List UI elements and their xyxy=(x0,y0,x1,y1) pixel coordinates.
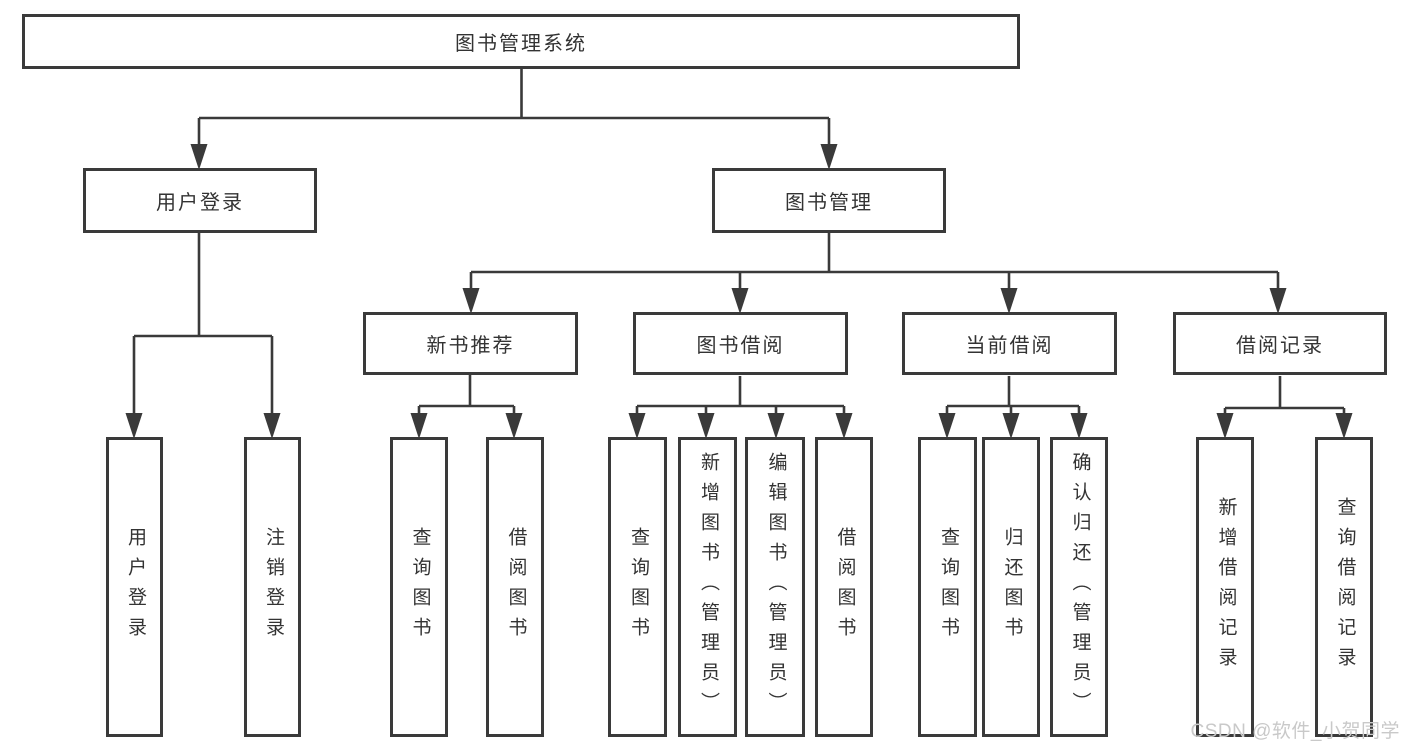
node-user-login-label: 用户登录 xyxy=(156,192,244,214)
leaf-logout-label: 注销登录 xyxy=(262,527,284,647)
node-new-book-recommend: 新书推荐 xyxy=(363,312,578,375)
leaf-query-book-current: 查询图书 xyxy=(918,437,977,737)
node-book-borrow: 图书借阅 xyxy=(633,312,848,375)
leaf-logout: 注销登录 xyxy=(244,437,301,737)
leaf-user-login: 用户登录 xyxy=(106,437,163,737)
leaf-query-book-borrow-label: 查询图书 xyxy=(627,527,649,647)
leaf-query-book-recommend-label: 查询图书 xyxy=(409,527,431,647)
leaf-add-book-admin-label: 新增图书（管理员） xyxy=(697,452,719,722)
node-root: 图书管理系统 xyxy=(22,14,1020,69)
node-borrow-records-label: 借阅记录 xyxy=(1236,335,1324,357)
leaf-add-borrow-record-label: 新增借阅记录 xyxy=(1215,497,1237,677)
node-current-borrow-label: 当前借阅 xyxy=(965,335,1054,357)
leaf-borrow-book-recommend: 借阅图书 xyxy=(486,437,544,737)
node-new-book-recommend-label: 新书推荐 xyxy=(426,335,515,357)
leaf-borrow-book-recommend-label: 借阅图书 xyxy=(505,527,527,647)
node-borrow-records: 借阅记录 xyxy=(1173,312,1387,375)
leaf-user-login-label: 用户登录 xyxy=(124,527,146,647)
arrowhead-icons xyxy=(125,144,1353,439)
leaf-edit-book-admin-label: 编辑图书（管理员） xyxy=(765,452,787,722)
leaf-borrow-book: 借阅图书 xyxy=(815,437,873,737)
leaf-confirm-return-admin-label: 确认归还（管理员） xyxy=(1069,452,1091,722)
watermark: CSDN @软件_小贺同学 xyxy=(1190,721,1400,742)
leaf-query-borrow-record-label: 查询借阅记录 xyxy=(1334,497,1356,677)
node-root-label: 图书管理系统 xyxy=(455,33,587,55)
leaf-return-book-label: 归还图书 xyxy=(1001,527,1023,647)
leaf-query-book-current-label: 查询图书 xyxy=(937,527,959,647)
leaf-return-book: 归还图书 xyxy=(982,437,1040,737)
leaf-edit-book-admin: 编辑图书（管理员） xyxy=(745,437,805,737)
node-current-borrow: 当前借阅 xyxy=(902,312,1117,375)
node-book-management-label: 图书管理 xyxy=(785,192,873,214)
leaf-query-book-recommend: 查询图书 xyxy=(390,437,448,737)
node-book-borrow-label: 图书借阅 xyxy=(696,335,785,357)
node-user-login: 用户登录 xyxy=(83,168,317,233)
leaf-confirm-return-admin: 确认归还（管理员） xyxy=(1050,437,1108,737)
leaf-add-book-admin: 新增图书（管理员） xyxy=(678,437,737,737)
leaf-borrow-book-label: 借阅图书 xyxy=(834,527,856,647)
leaf-query-book-borrow: 查询图书 xyxy=(608,437,667,737)
node-book-management: 图书管理 xyxy=(712,168,946,233)
leaf-add-borrow-record: 新增借阅记录 xyxy=(1196,437,1254,737)
leaf-query-borrow-record: 查询借阅记录 xyxy=(1315,437,1373,737)
